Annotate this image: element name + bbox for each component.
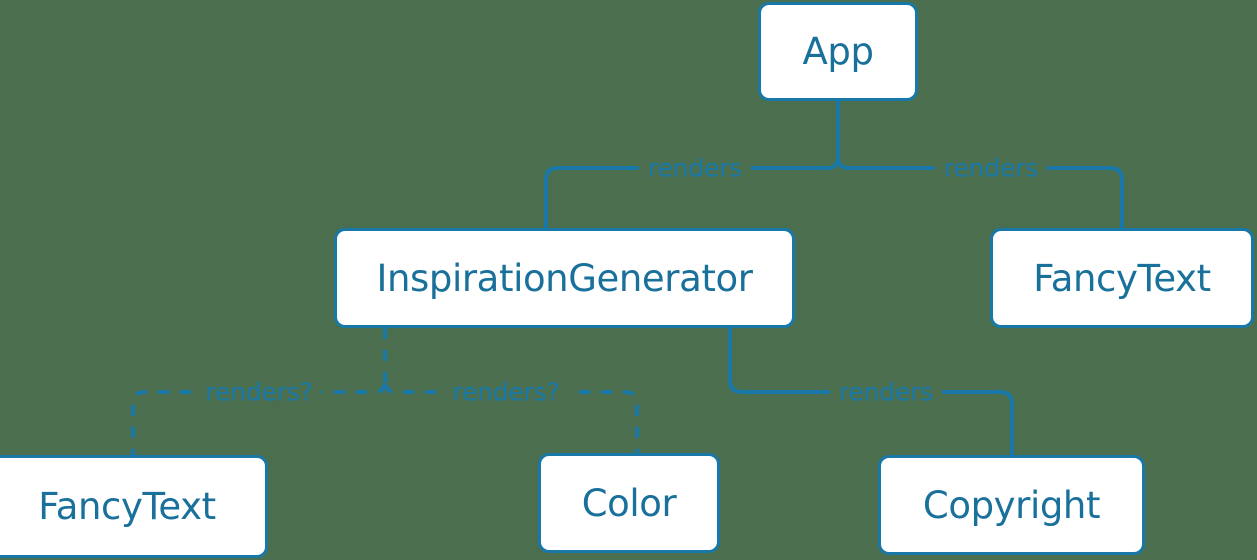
edge-app-to-fancy-text-right bbox=[836, 159, 1124, 228]
node-inspiration-generator[interactable]: InspirationGenerator bbox=[334, 228, 795, 328]
edge-label-app-to-inspiration-generator: renders bbox=[638, 155, 752, 181]
edge-label-inspiration-generator-to-color: renders? bbox=[443, 379, 569, 405]
node-copyright[interactable]: Copyright bbox=[878, 455, 1145, 555]
edge-app-to-inspiration-generator bbox=[544, 159, 840, 228]
edge-inspiration-generator-to-fancy-text-bottom bbox=[131, 383, 387, 455]
node-app[interactable]: App bbox=[758, 2, 918, 101]
edge-label-app-to-fancy-text-right: renders bbox=[934, 155, 1048, 181]
node-fancy-text-right[interactable]: FancyText bbox=[990, 228, 1254, 328]
node-color[interactable]: Color bbox=[538, 453, 720, 553]
edge-label-inspiration-generator-to-copyright: renders bbox=[829, 379, 943, 405]
edge-inspiration-generator-to-color bbox=[383, 383, 639, 453]
edge-label-inspiration-generator-to-fancy-text-bottom: renders? bbox=[196, 379, 322, 405]
node-fancy-text-bottom[interactable]: FancyText bbox=[0, 455, 268, 558]
